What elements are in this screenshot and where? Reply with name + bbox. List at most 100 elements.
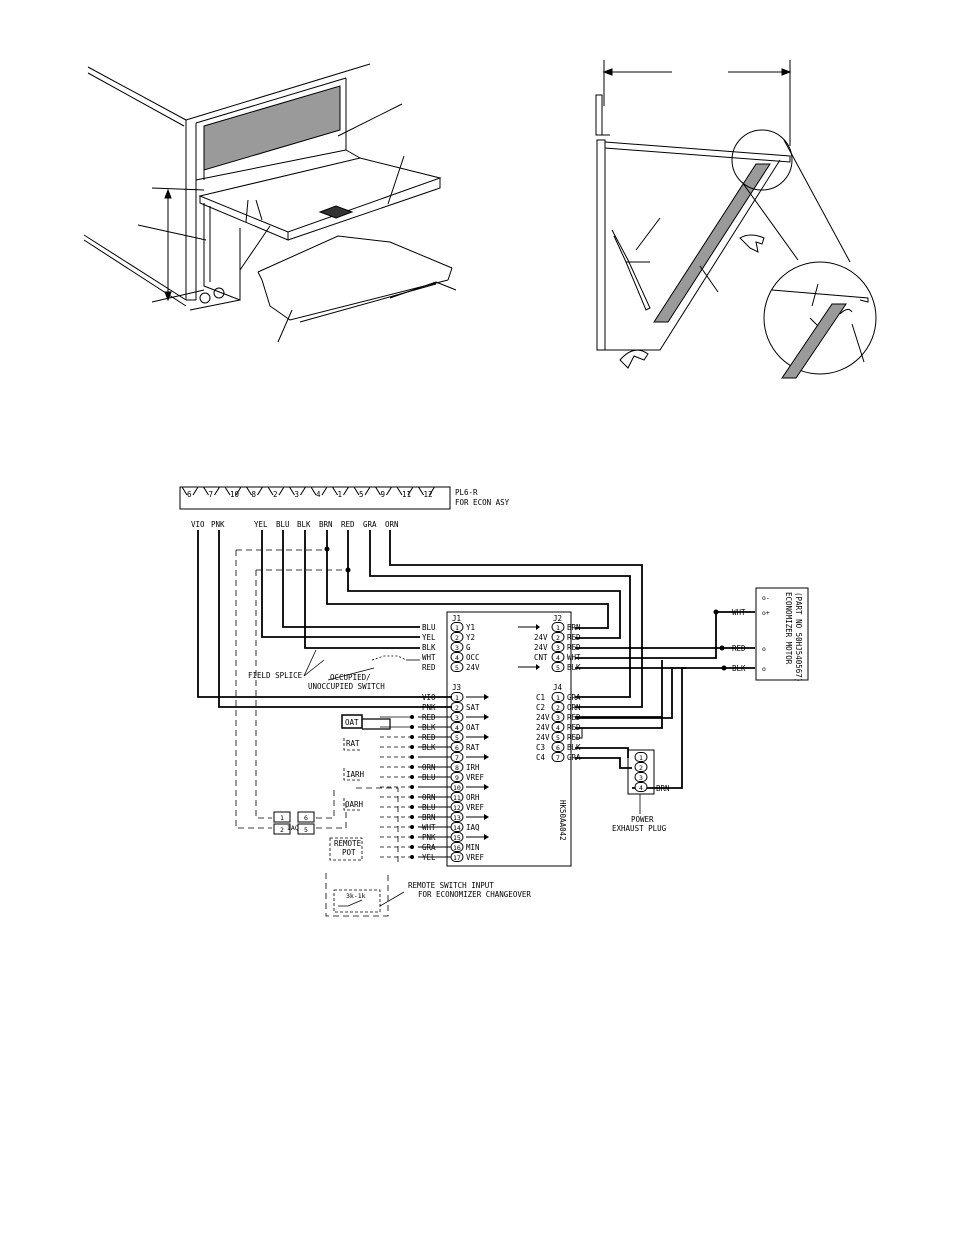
j2-wire-label: BLK: [567, 663, 581, 672]
pin-circle: [551, 702, 565, 712]
pin-circle: [551, 662, 565, 672]
strip-wire-gra: GRA: [363, 520, 377, 529]
pin-circle: [450, 802, 464, 812]
j2-wire-label: RED: [567, 633, 581, 642]
j3-splice-dot: [410, 825, 414, 829]
pin-number: 6: [556, 744, 560, 752]
strip-pin-number: 8: [252, 490, 257, 499]
pin-circle: [450, 782, 464, 792]
j3-plus-mark: [484, 734, 489, 740]
pin-number: 3: [556, 644, 560, 652]
strip-pin-mark: [267, 486, 274, 496]
iaq-pin-2: 2: [280, 826, 284, 834]
pin-circle: [450, 842, 464, 852]
j1-wire-label: BLU: [422, 623, 436, 632]
field-splice-label: FIELD SPLICE: [248, 671, 303, 680]
field-wires: [197, 530, 755, 789]
pin-number: 10: [453, 784, 461, 792]
j3-pin-name: OAT: [466, 723, 480, 732]
pin-number: 7: [455, 754, 459, 762]
j3-pin-name: IRH: [466, 763, 480, 772]
j2-left-label: 24V: [534, 643, 548, 652]
unit-isometric-illustration: [83, 63, 457, 343]
j3-plus-mark: [484, 834, 489, 840]
j1-wire-label: BLK: [422, 643, 436, 652]
j2-wire-label: WHT: [567, 653, 581, 662]
motor-wire-red: RED: [732, 644, 746, 653]
pin-number: 2: [455, 634, 459, 642]
j4-left-label: C4: [536, 753, 546, 762]
pin-number: 2: [556, 634, 560, 642]
pin-circle: [551, 712, 565, 722]
j3-plus-mark: [484, 714, 489, 720]
j1-pin-name: Y1: [466, 623, 475, 632]
motor-terminal-3: o: [762, 645, 766, 653]
pin-number: 3: [639, 774, 643, 782]
occ-switch-label-1: OCCUPIED/: [330, 673, 371, 682]
pin-number: 2: [455, 704, 459, 712]
pin-circle: [450, 792, 464, 802]
j4-wire-label: RED: [567, 733, 581, 742]
pin-number: 3: [455, 644, 459, 652]
j4-title: J4: [553, 683, 563, 692]
pin-number: 9: [455, 774, 459, 782]
power-exhaust-label-2: EXHAUST PLUG: [612, 824, 667, 833]
pin-circle: [450, 742, 464, 752]
j4-left-label: 24V: [536, 733, 550, 742]
power-exhaust-plug: [627, 749, 655, 795]
j3-pin-name: IAQ: [466, 823, 480, 832]
j3-pin-name: VREF: [466, 853, 485, 862]
pin-number: 1: [556, 694, 560, 702]
strip-wire-labels: VIO PNK YEL BLU BLK BRN RED GRA ORN: [191, 520, 399, 529]
j2-title: J2: [553, 614, 562, 623]
oarh-sensor-label: OARH: [345, 800, 364, 809]
strip-wire-yel: YEL: [254, 520, 268, 529]
iaq-label: IAQ: [287, 824, 299, 832]
strip-pin-number: 4: [316, 490, 321, 499]
j3-splice-dot: [410, 775, 414, 779]
pin-number: 11: [453, 794, 461, 802]
pin-circle: [450, 772, 464, 782]
strip-pin-mark: [214, 486, 220, 496]
pin-circle: [450, 832, 464, 842]
pin-number: 3: [455, 714, 459, 722]
pin-number: 14: [453, 824, 461, 832]
remote-pot-label-1: REMOTE: [334, 839, 362, 848]
j2-left-label: CNT: [534, 653, 548, 662]
j4-wire-label: BLK: [567, 743, 581, 752]
pin-circle: [551, 622, 565, 632]
pin-circle: [450, 642, 464, 652]
j1-pin-name: Y2: [466, 633, 475, 642]
pin-number: 1: [455, 694, 459, 702]
motor-wire-wht: WHT: [732, 608, 746, 617]
j1-pin-name: 24V: [466, 663, 480, 672]
oat-sensor-label: OAT: [345, 718, 359, 727]
pin-number: 6: [455, 744, 459, 752]
strip-pin-mark: [203, 486, 209, 496]
strip-wire-blu: BLU: [276, 520, 290, 529]
j4-wire-label: GRA: [567, 753, 581, 762]
pin-number: 5: [556, 734, 560, 742]
j3-splice-dot: [410, 755, 414, 759]
remote-switch-label-1: REMOTE SWITCH INPUT: [408, 881, 494, 890]
terminal-strip-label: PL6-R: [455, 488, 478, 497]
motor-wire-blk: BLK: [732, 664, 746, 673]
j3-plus-mark: [484, 754, 489, 760]
strip-pin-mark: [375, 486, 381, 496]
pin-number: 2: [556, 704, 560, 712]
pin-number: 15: [453, 834, 461, 842]
pin-circle: [634, 752, 648, 762]
strip-pin-mark: [429, 486, 435, 496]
j4-left-label: 24V: [536, 723, 550, 732]
strip-pin-number: 2: [273, 490, 278, 499]
pin-number: 3: [556, 714, 560, 722]
pin-circle: [634, 772, 648, 782]
strip-pin-mark: [235, 486, 242, 496]
pin-number: 4: [556, 724, 560, 732]
pin-number: 5: [455, 664, 459, 672]
strip-pin-mark: [364, 486, 371, 496]
j4-wire-label: GRA: [567, 693, 581, 702]
pin-number: 13: [453, 814, 461, 822]
